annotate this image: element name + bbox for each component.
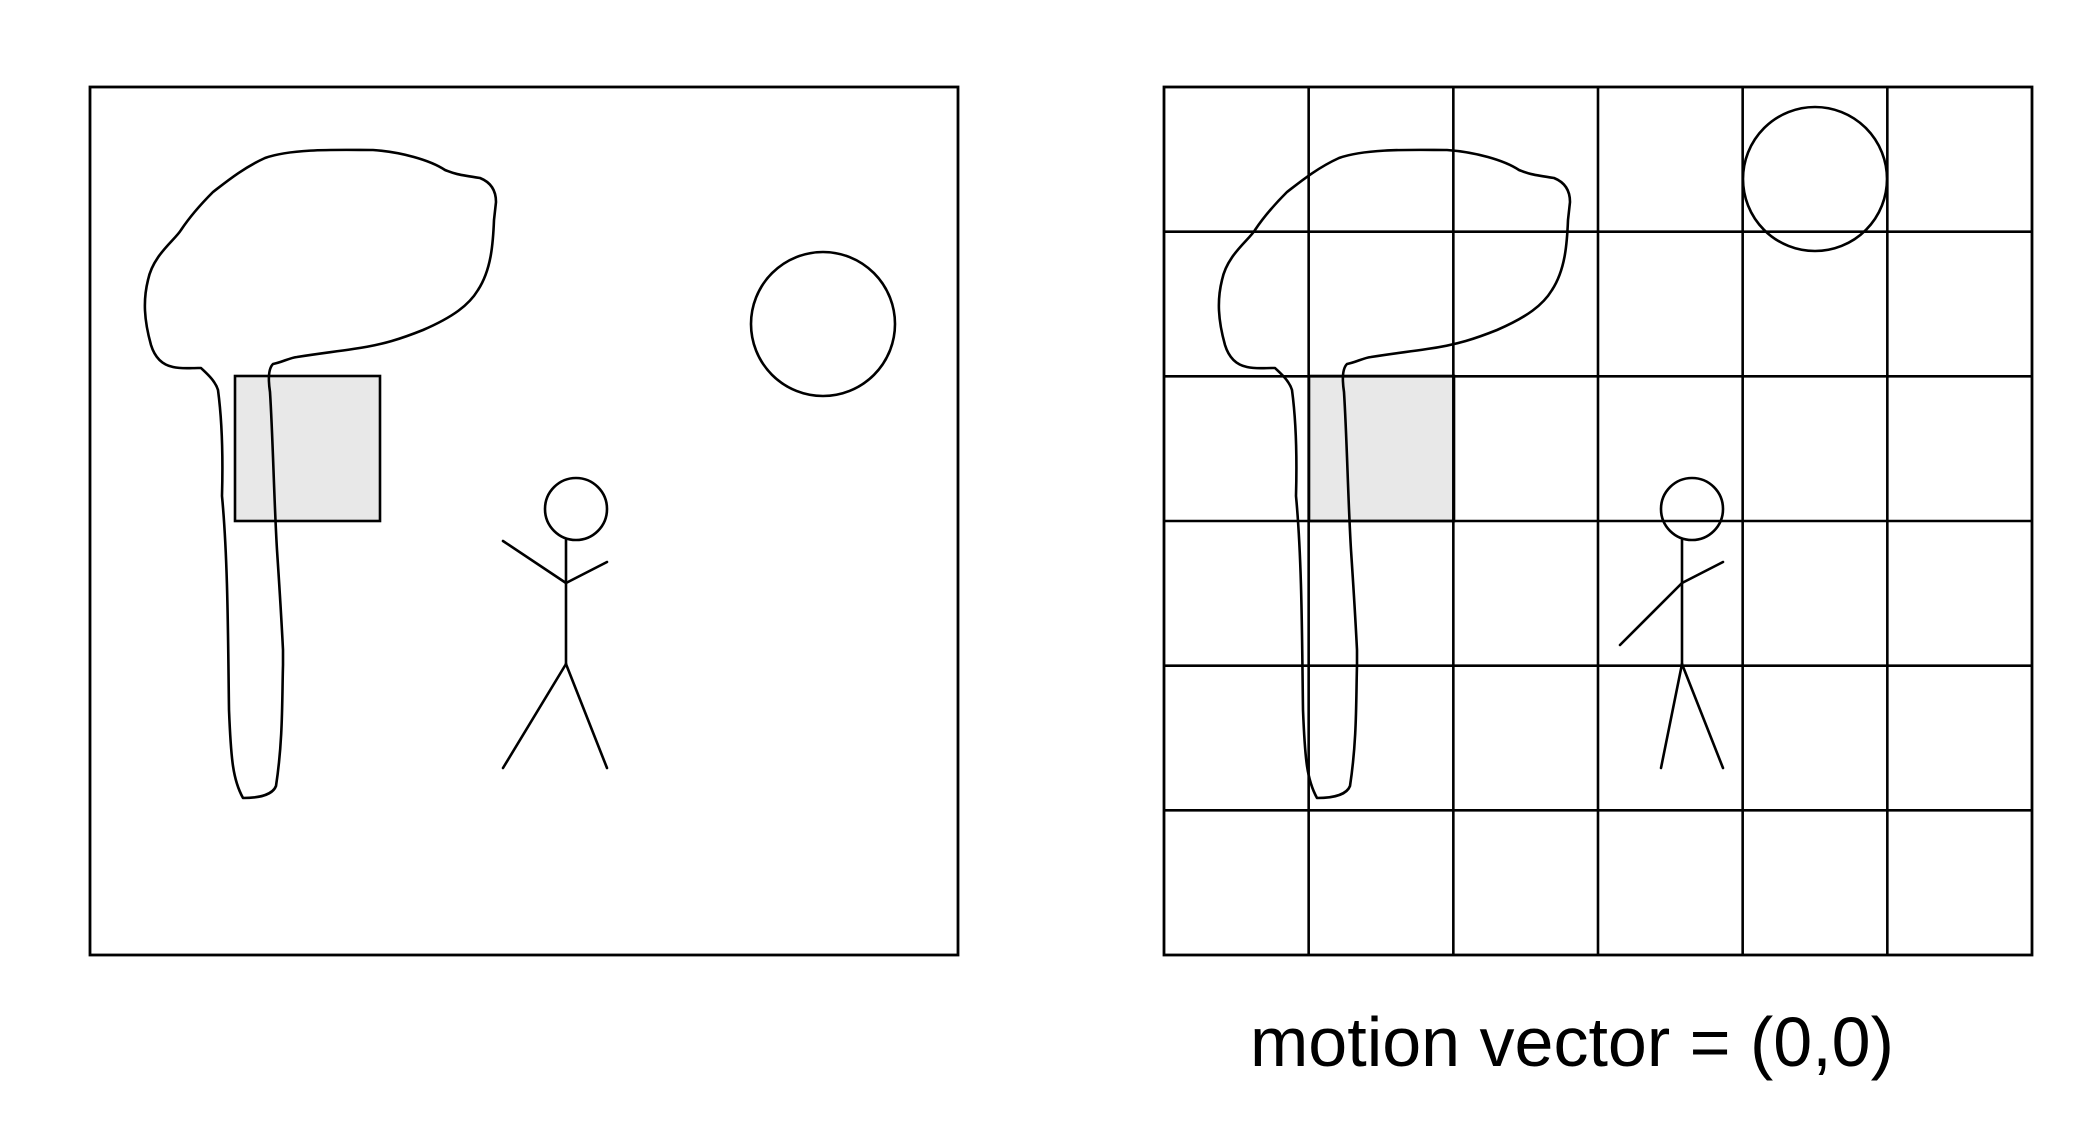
- ball-shape: [749, 250, 897, 398]
- reference-block: [233, 374, 382, 523]
- ball-shape: [1741, 105, 1889, 253]
- current-frame: [1162, 85, 2034, 957]
- reference-frame-border: [88, 85, 960, 957]
- motion-vector-caption: motion vector = (0,0): [1250, 1003, 1894, 1081]
- reference-frame: [88, 85, 960, 957]
- stick-figure: [501, 476, 609, 770]
- matched-block: [1307, 374, 1456, 523]
- macroblock-grid: [1164, 87, 2032, 955]
- current-frame-border: [1162, 85, 2034, 957]
- stick-figure: [1618, 476, 1725, 770]
